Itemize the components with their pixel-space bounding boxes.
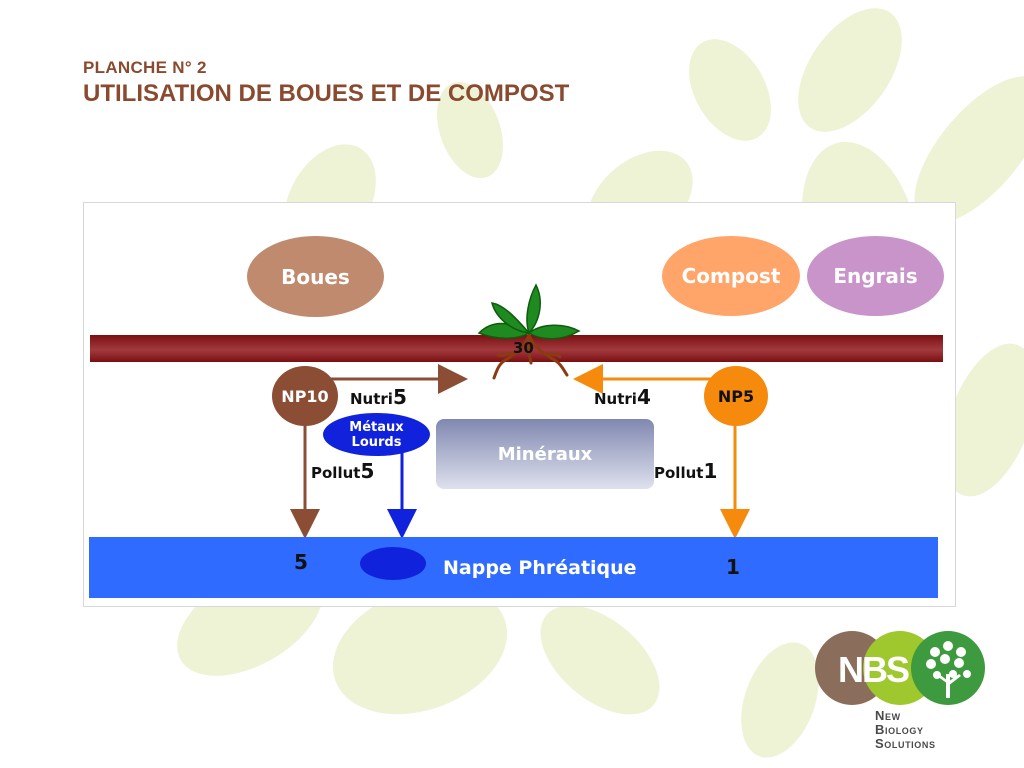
nutri-left-value: 5 [392, 385, 407, 409]
nappe-phreatique-band [89, 537, 938, 598]
metaux-lourds-oval: Métaux Lourds [323, 413, 430, 456]
np5-circle: NP5 [704, 366, 768, 426]
plant-value: 30 [513, 339, 534, 357]
aquifer-left-value: 5 [294, 550, 308, 574]
pollut-right-label: Pollut1 [654, 459, 717, 483]
metaux-line1: Métaux [349, 419, 404, 435]
diagram-panel: Boues Compost Engrais 30 NP1 [83, 202, 956, 607]
logo-line2: Biology [875, 722, 924, 737]
compost-oval: Compost [662, 236, 800, 316]
nutri-right-text: Nutri [594, 390, 637, 408]
engrais-oval: Engrais [807, 236, 944, 316]
aquifer-right-value: 1 [726, 555, 740, 579]
aquifer-label: Nappe Phréatique [443, 557, 637, 579]
title-block: PLANCHE N° 2 UTILISATION DE BOUES ET DE … [83, 58, 569, 108]
nutri-left-label: Nutri5 [350, 385, 407, 409]
nbs-logo: NBS [815, 631, 985, 705]
mineraux-box: Minéraux [436, 419, 654, 489]
metal-accumulation-oval [360, 547, 426, 580]
flow-arrows [290, 364, 750, 539]
logo-line3: Solutions [875, 736, 936, 751]
soil-layer [90, 335, 943, 362]
page-title: UTILISATION DE BOUES ET DE COMPOST [83, 80, 570, 107]
pollut-left-label: Pollut5 [311, 459, 374, 483]
boues-oval: Boues [247, 236, 384, 317]
logo-line1: New [875, 708, 901, 723]
plant-icon [477, 283, 581, 380]
nutri-left-text: Nutri [350, 390, 393, 408]
plate-number: PLANCHE N° 2 [83, 58, 207, 77]
pollut-right-value: 1 [703, 459, 718, 483]
logo-mark: NBS [838, 649, 909, 690]
pollut-left-value: 5 [360, 459, 375, 483]
logo-text: New Biology Solutions [875, 709, 936, 751]
metaux-line2: Lourds [351, 434, 402, 450]
pollut-left-text: Pollut [311, 464, 361, 482]
np10-circle: NP10 [272, 366, 338, 426]
pollut-right-text: Pollut [654, 464, 704, 482]
nutri-right-value: 4 [636, 385, 651, 409]
nutri-right-label: Nutri4 [594, 385, 651, 409]
